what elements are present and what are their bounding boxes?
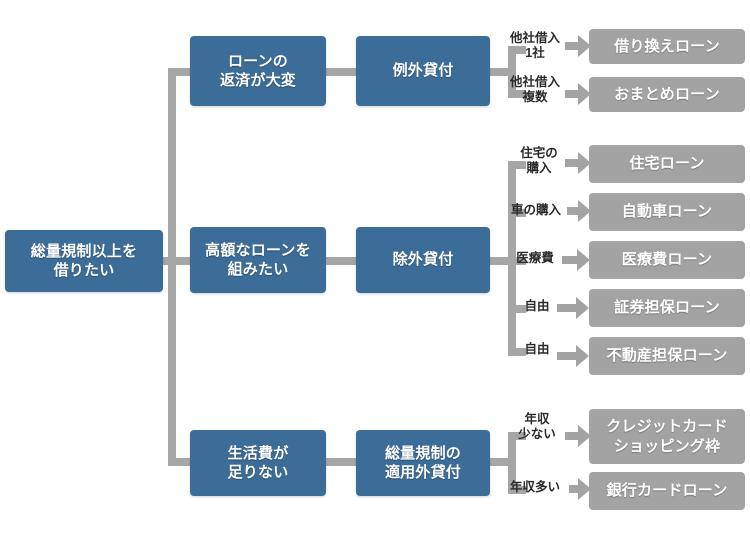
edge-label-low-income: 年収 少ない — [518, 412, 556, 441]
edge-label-other-company-one: 他社借入 1社 — [509, 31, 560, 60]
connector-branch-2-result-3 — [508, 257, 526, 265]
connector-reason-1-to-category-1 — [326, 68, 356, 76]
arrow-to-bank-card-loan — [569, 478, 593, 500]
result-node-home-loan[interactable]: 住宅ローン — [589, 145, 745, 183]
connector-trunk-vertical — [168, 68, 176, 466]
result-node-securities-backed-loan[interactable]: 証券担保ローン — [589, 289, 745, 327]
result-node-refinance-loan[interactable]: 借り換えローン — [589, 29, 745, 64]
connector-reason-2-to-category-2 — [326, 257, 356, 265]
edge-label-home-purchase: 住宅の 購入 — [520, 146, 558, 175]
connector-category-3-stub — [488, 458, 512, 466]
arrow-to-realestate-backed-loan — [557, 345, 591, 367]
arrow-to-credit-card-shopping — [565, 425, 591, 447]
edge-label-other-company-multiple: 他社借入 複数 — [509, 75, 560, 104]
arrow-to-car-loan — [567, 200, 593, 222]
result-node-medical-loan[interactable]: 医療費ローン — [589, 241, 745, 279]
connector-trunk-to-branch-1 — [168, 68, 194, 76]
reason-node-large-loan[interactable]: 高額なローンを 組みたい — [190, 227, 326, 293]
edge-label-high-income: 年収多い — [509, 480, 560, 494]
connector-branch-1-result-1 — [508, 46, 526, 54]
arrow-to-consolidation-loan — [565, 83, 591, 105]
result-node-consolidation-loan[interactable]: おまとめローン — [589, 77, 745, 112]
connector-category-2-stub — [488, 257, 512, 265]
edge-label-free-purpose-securities: 自由 — [524, 299, 550, 313]
category-node-exceptional-lending[interactable]: 例外貸付 — [356, 36, 490, 106]
arrow-to-medical-loan — [562, 249, 592, 271]
connector-category-1-stub — [488, 68, 512, 76]
category-node-non-applicable-lending[interactable]: 総量規制の 適用外貸付 — [356, 430, 490, 496]
result-node-realestate-backed-loan[interactable]: 不動産担保ローン — [589, 337, 745, 375]
edge-label-free-purpose-realestate: 自由 — [524, 342, 550, 356]
connector-trunk-to-branch-2 — [168, 257, 194, 265]
result-node-bank-card-loan[interactable]: 銀行カードローン — [589, 472, 745, 510]
edge-label-car-purchase: 車の購入 — [510, 203, 561, 217]
reason-node-living-cost-short[interactable]: 生活費が 足りない — [190, 430, 326, 496]
connector-branch-1-spine — [508, 46, 516, 98]
connector-branch-2-result-2 — [508, 209, 526, 217]
edge-label-medical-expense: 医療費 — [516, 251, 554, 265]
connector-branch-1-result-2 — [508, 90, 526, 98]
reason-node-loan-repayment-hard[interactable]: ローンの 返済が大変 — [190, 36, 326, 106]
arrow-to-securities-backed-loan — [557, 297, 591, 319]
result-node-credit-card-shopping[interactable]: クレジットカード ショッピング枠 — [589, 409, 745, 464]
category-node-excluded-lending[interactable]: 除外貸付 — [356, 227, 490, 293]
connector-branch-2-result-5 — [508, 348, 526, 356]
connector-branch-2-result-4 — [508, 305, 526, 313]
connector-branch-3-spine — [508, 432, 516, 494]
connector-branch-2-result-1 — [508, 161, 526, 169]
connector-branch-3-result-1 — [508, 432, 526, 440]
connector-trunk-to-branch-3 — [168, 458, 194, 466]
root-node[interactable]: 総量規制以上を 借りたい — [5, 230, 163, 292]
result-node-car-loan[interactable]: 自動車ローン — [589, 193, 745, 231]
connector-reason-3-to-category-3 — [326, 458, 356, 466]
arrow-to-home-loan — [565, 152, 591, 174]
connector-branch-3-result-2 — [508, 486, 526, 494]
arrow-to-refinance-loan — [565, 35, 591, 57]
